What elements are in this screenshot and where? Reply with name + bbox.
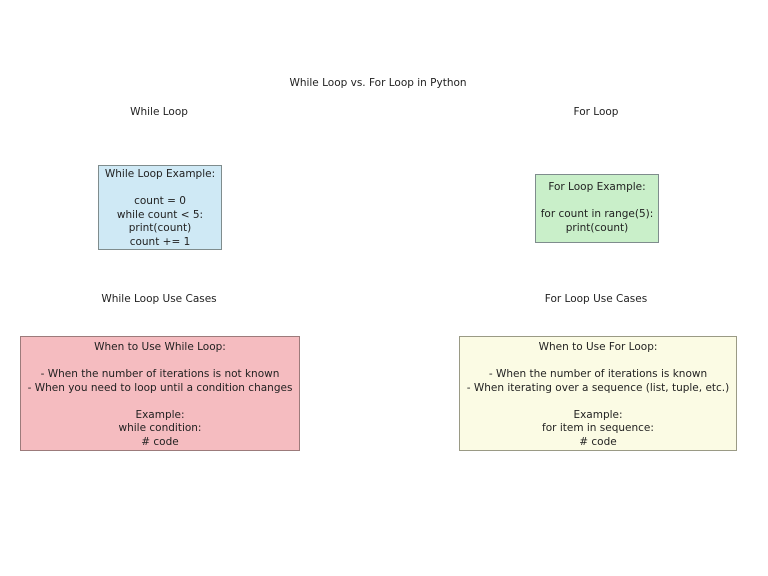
while-loop-example-box: While Loop Example: count = 0 while coun…	[98, 165, 222, 250]
for-use-cases-label: For Loop Use Cases	[544, 293, 648, 305]
when-to-use-while-loop-box: When to Use While Loop: - When the numbe…	[20, 336, 300, 451]
diagram-title: While Loop vs. For Loop in Python	[289, 77, 467, 89]
for-loop-example-box: For Loop Example: for count in range(5):…	[535, 174, 659, 243]
for-column-header: For Loop	[573, 106, 619, 118]
when-to-use-for-loop-box: When to Use For Loop: - When the number …	[459, 336, 737, 451]
while-column-header: While Loop	[130, 106, 188, 118]
while-use-cases-label: While Loop Use Cases	[101, 293, 217, 305]
